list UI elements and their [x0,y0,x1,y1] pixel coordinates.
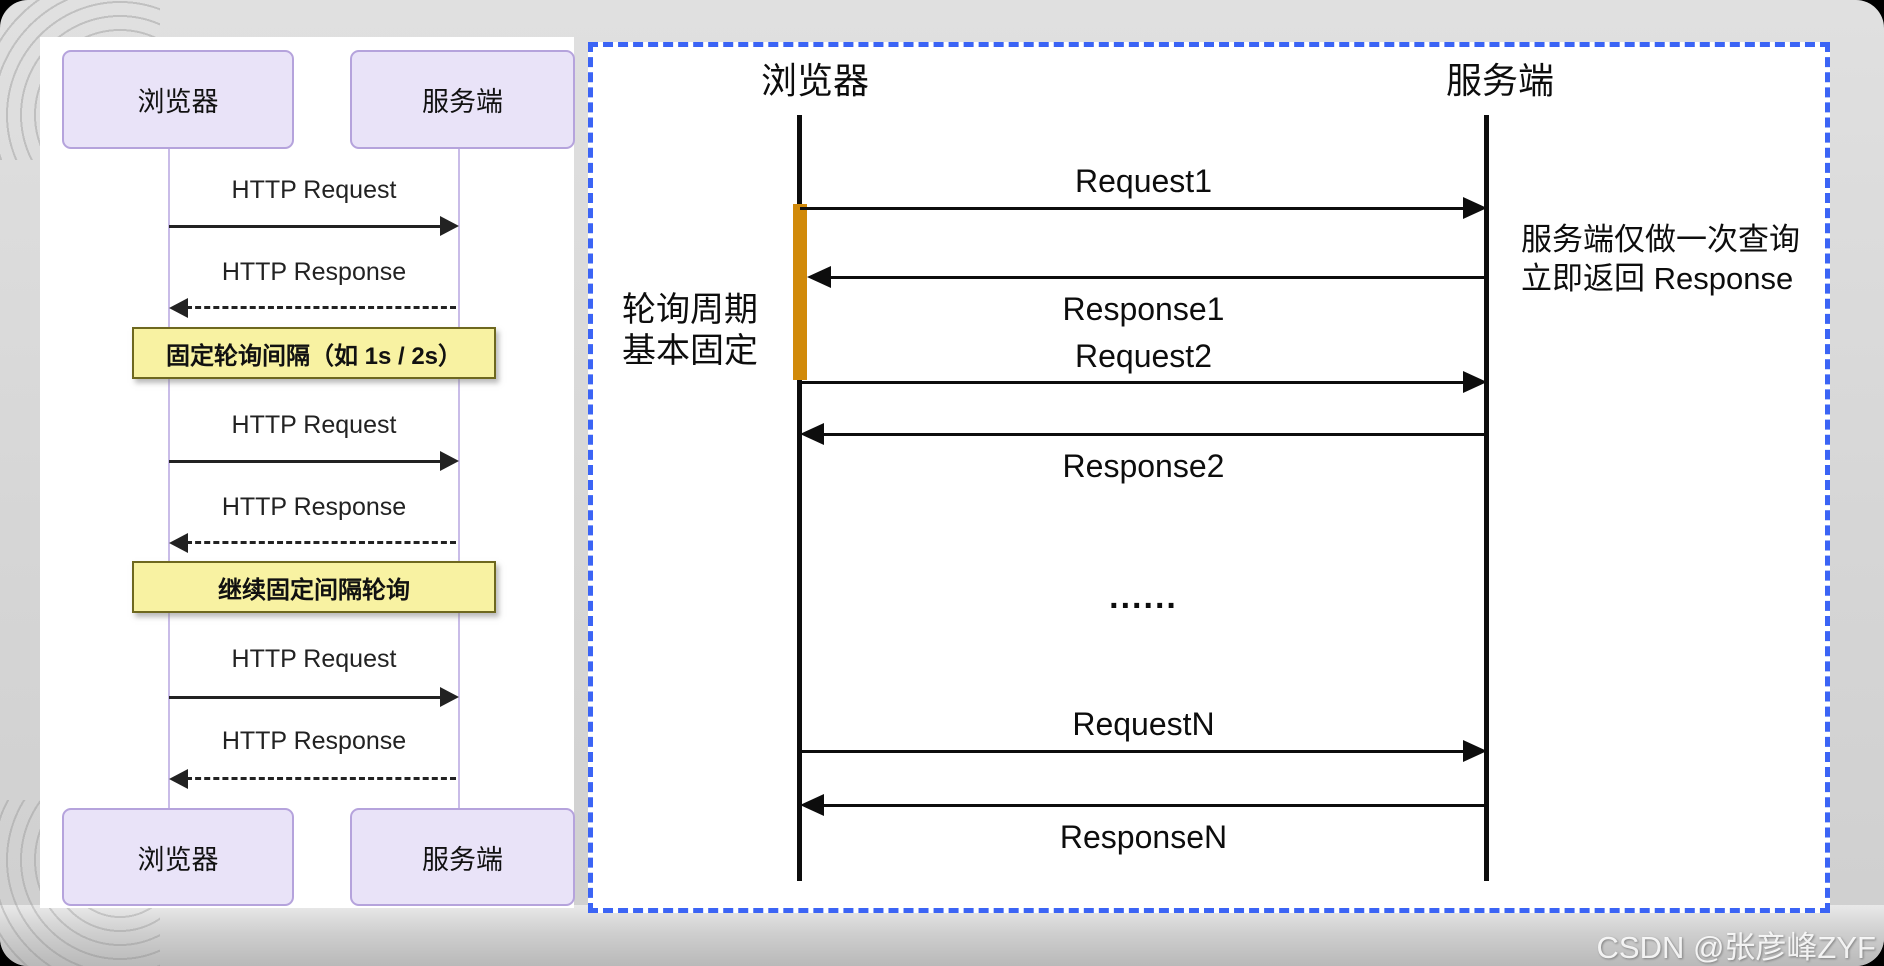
message-label: ResponseN [1059,819,1228,855]
note-text: 固定轮询间隔（如 1s / 2s） [165,342,463,370]
browser-lifeline [168,145,170,808]
message-label: Request2 [1075,338,1212,374]
right-title-browser: 浏览器 [760,60,869,101]
message-label: HTTP Response [221,727,407,755]
message-label: HTTP Request [231,411,397,439]
arrow-line [830,276,1487,279]
arrowhead-right-icon [1463,740,1487,762]
arrowhead-right-icon [440,687,459,707]
arrow-line [823,804,1487,807]
arrowhead-right-icon [1463,197,1487,219]
arrowhead-left-icon [169,769,188,789]
actor-box-server-bottom: 服务端 [350,808,575,906]
right-title-server: 服务端 [1445,60,1554,101]
arrow-line [169,225,440,228]
arrow-line [800,381,1464,384]
actor-box-browser-top: 浏览器 [62,50,294,149]
activation-bar [793,204,807,380]
note-text: 继续固定间隔轮询 [218,576,410,604]
right-polling-panel [588,42,1830,913]
csdn-watermark: CSDN @张彦峰ZYF [1596,930,1876,965]
arrowhead-left-icon [169,533,188,553]
browser-lifeline-right [797,115,802,881]
message-label: Request1 [1075,163,1212,199]
arrow-line [823,433,1487,436]
arrow-line [169,696,440,699]
actor-label: 服务端 [422,87,503,117]
arrowhead-left-icon [800,423,824,445]
arrowhead-right-icon [1463,371,1487,393]
arrow-line-dashed [186,306,456,309]
message-label: HTTP Response [221,493,407,521]
note-continue-polling: 继续固定间隔轮询 [132,561,496,613]
actor-box-server-top: 服务端 [350,50,575,149]
arrow-line [800,207,1464,210]
annotation-line: 服务端仅做一次查询 [1521,222,1800,257]
annotation-server-response: 服务端仅做一次查询 立即返回 Response [1521,220,1826,298]
actor-box-browser-bottom: 浏览器 [62,808,294,906]
arrowhead-left-icon [169,298,188,318]
annotation-line: 立即返回 Response [1521,261,1794,296]
annotation-line: 基本固定 [622,332,758,370]
actor-label: 浏览器 [137,844,219,875]
server-lifeline [458,145,460,808]
arrow-line [800,750,1464,753]
server-lifeline-right [1484,115,1489,881]
annotation-line: 轮询周期 [622,291,758,329]
message-label: HTTP Response [221,258,407,286]
annotation-polling-cycle: 轮询周期 基本固定 [612,290,768,372]
arrow-line-dashed [186,777,456,780]
message-label: Response1 [1062,291,1225,327]
left-sequence-panel [40,37,574,908]
arrowhead-right-icon [440,216,459,236]
arrow-line-dashed [186,541,456,544]
actor-label: 服务端 [422,844,503,875]
note-fixed-interval: 固定轮询间隔（如 1s / 2s） [132,327,496,379]
ellipsis-label: ...... [1109,578,1178,616]
arrowhead-right-icon [440,451,459,471]
message-label: HTTP Request [231,176,397,204]
message-label: RequestN [1072,706,1215,742]
arrowhead-left-icon [807,266,831,288]
actor-label: 浏览器 [137,87,219,117]
message-label: HTTP Request [231,645,397,673]
arrow-line [169,460,440,463]
arrowhead-left-icon [800,794,824,816]
bottom-gradient-strip [0,905,1884,966]
message-label: Response2 [1062,448,1225,484]
